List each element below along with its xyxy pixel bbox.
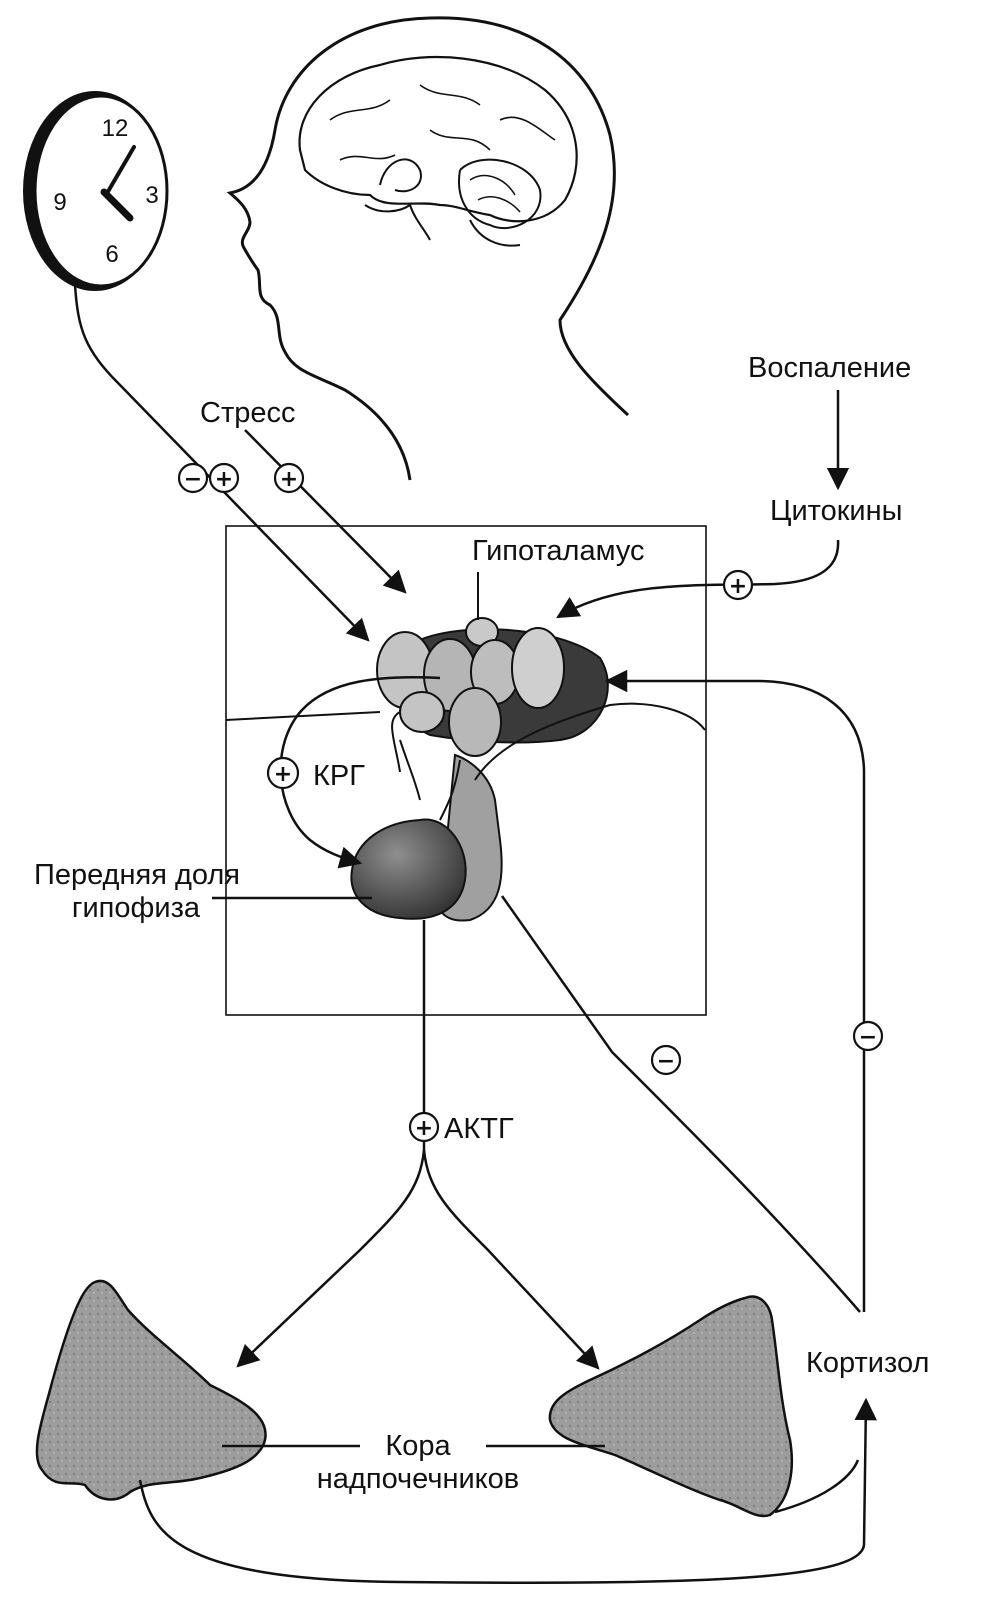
label-anterior-pituitary-2: гипофиза — [72, 892, 201, 924]
sign-cytokine-plus: + — [722, 569, 754, 601]
clock-icon: 12 3 6 9 — [23, 91, 169, 291]
label-hypothalamus: Гипоталамус — [472, 535, 645, 567]
right-adrenal-to-cortisol — [774, 1459, 860, 1514]
crh-pathway-line — [279, 675, 441, 869]
hypothalamus — [376, 572, 609, 757]
brain-outline — [298, 55, 578, 223]
label-cytokines: Цитокины — [770, 495, 902, 527]
cortisol-to-pituitary-feedback — [500, 895, 861, 1313]
sign-clock-minus: − — [177, 462, 209, 494]
frame-left-divider — [225, 711, 381, 721]
pituitary-frame — [225, 525, 707, 1016]
label-cortisol: Кортизол — [806, 1347, 929, 1379]
label-crh: КРГ — [313, 760, 365, 792]
svg-text:+: + — [215, 467, 233, 492]
acth-to-right-adrenal — [422, 1149, 600, 1370]
acth-to-left-adrenal — [236, 1149, 426, 1368]
svg-text:+: + — [729, 574, 747, 599]
cortisol-to-hypothalamus-feedback — [604, 669, 866, 1312]
svg-text:−: − — [859, 1025, 877, 1050]
label-anterior-pituitary-1: Передняя доля — [34, 859, 240, 891]
stress-to-hypothalamus-line — [244, 429, 407, 594]
pituitary-gland — [350, 702, 706, 922]
sign-acth-plus: + — [408, 1111, 440, 1143]
svg-text:+: + — [415, 1116, 433, 1141]
svg-text:+: + — [274, 762, 292, 787]
adrenal-gland-right — [548, 1295, 794, 1518]
adrenal-gland-left — [35, 1279, 267, 1501]
label-inflammation: Воспаление — [748, 352, 911, 384]
clock-number-3: 3 — [145, 182, 158, 209]
clock-number-12: 12 — [102, 115, 129, 142]
svg-text:+: + — [280, 467, 298, 492]
sign-clock-plus: + — [208, 462, 240, 494]
svg-text:−: − — [657, 1049, 675, 1074]
svg-text:−: − — [184, 467, 202, 492]
clock-minute-hand — [104, 145, 136, 197]
sign-cortisol-pituitary-minus: − — [650, 1044, 682, 1076]
clock-number-9: 9 — [53, 189, 66, 216]
head-silhouette — [226, 16, 630, 481]
left-adrenal-to-cortisol — [138, 1397, 877, 1584]
sign-stress-plus: + — [273, 462, 305, 494]
label-stress: Стресс — [200, 397, 295, 429]
label-adrenal-cortex-1: Кора — [385, 1430, 451, 1462]
clock-number-6: 6 — [105, 241, 118, 268]
label-adrenal-cortex-2: надпочечников — [317, 1463, 519, 1495]
sign-cortisol-hypothalamus-minus: − — [852, 1020, 884, 1052]
clock-to-hypothalamus-line — [73, 284, 370, 642]
label-acth: АКТГ — [444, 1113, 514, 1145]
sign-crh-plus: + — [266, 756, 300, 790]
clock-hour-hand — [100, 188, 134, 222]
